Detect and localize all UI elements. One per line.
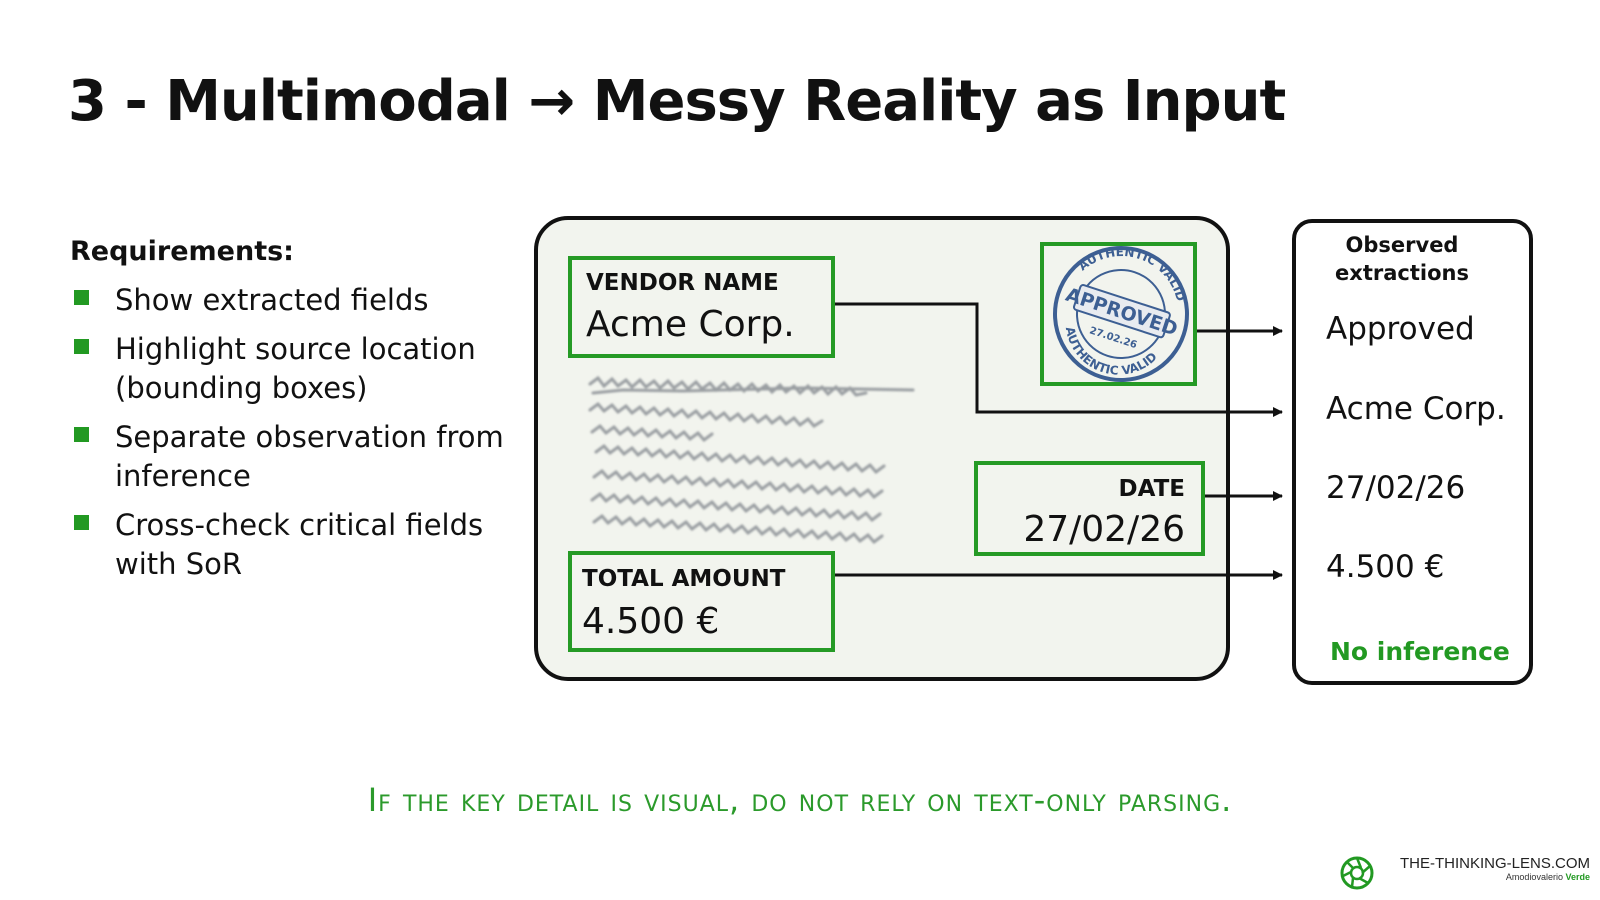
author-last-name: Verde — [1565, 872, 1590, 882]
footer-brand: THE-THINKING-LENS.COM Amodiovalerio Verd… — [1400, 855, 1590, 882]
author-first-name: Amodiovalerio — [1506, 872, 1563, 882]
callout-text: If the key detail is visual, do not rely… — [0, 781, 1600, 819]
aperture-logo-icon — [1340, 856, 1374, 890]
arrow-right-icon — [835, 304, 1282, 412]
brand-author: Amodiovalerio Verde — [1400, 872, 1590, 882]
brand-name: THE-THINKING-LENS.COM — [1400, 855, 1590, 872]
